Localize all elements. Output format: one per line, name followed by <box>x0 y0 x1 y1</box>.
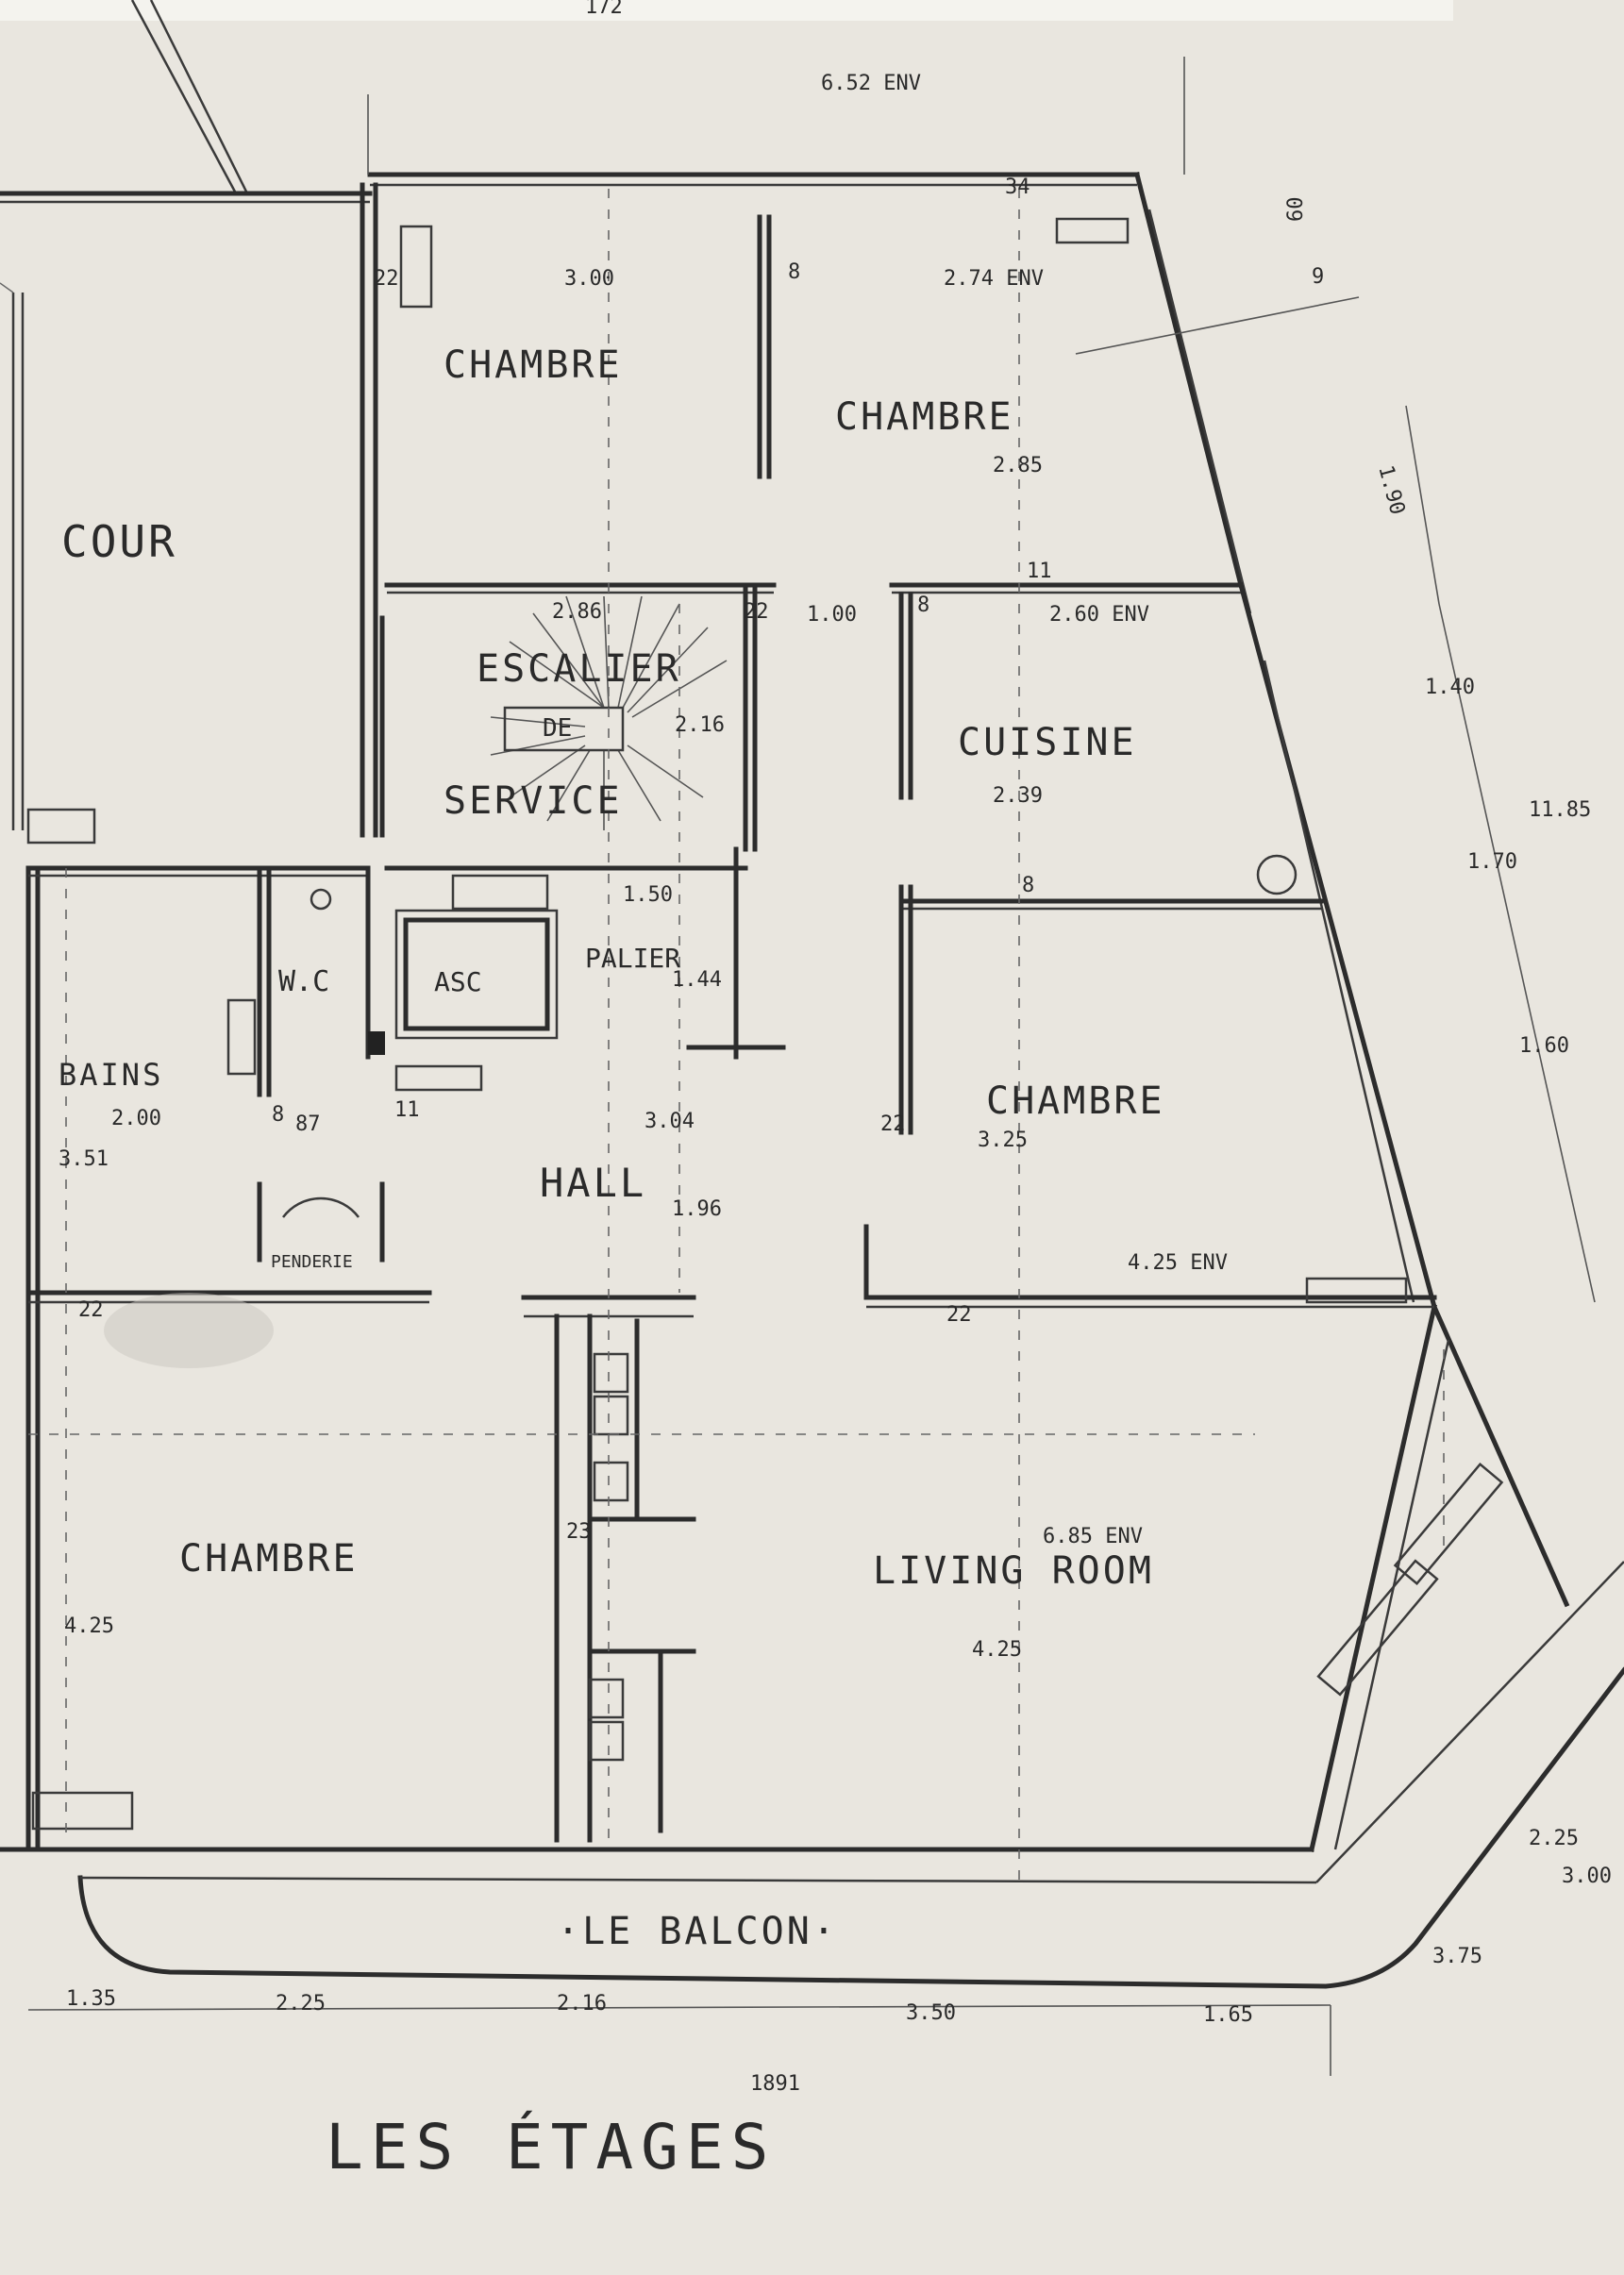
dim-22a: 22 <box>374 267 399 291</box>
room-labels: COUR CHAMBRE CHAMBRE ESCALIER DE SERVICE… <box>59 0 1165 2183</box>
dim-300r: 3.00 <box>1562 1865 1612 1888</box>
smudge <box>104 1293 274 1368</box>
dim-top-width: 6.52 ENV <box>821 72 921 95</box>
dim-b135: 1.35 <box>66 1987 116 2011</box>
room-label-wc: W.C <box>278 965 329 998</box>
room-label-chambre-right: CHAMBRE <box>986 1079 1165 1123</box>
dim-22d: 22 <box>946 1303 972 1327</box>
room-label-living-room: LIVING ROOM <box>873 1549 1154 1593</box>
dim-160: 1.60 <box>1519 1034 1569 1058</box>
dim-8a: 8 <box>788 260 800 284</box>
axis-lines <box>28 189 1445 1887</box>
room-label-cuisine: CUISINE <box>958 721 1137 764</box>
dim-286: 2.86 <box>552 600 602 624</box>
dim-300: 3.00 <box>564 267 614 291</box>
page-number: 172 <box>585 0 623 19</box>
dim-60: 60 <box>1284 197 1308 223</box>
stair-treads <box>490 595 728 830</box>
dim-100: 1.00 <box>807 603 857 627</box>
dim-8b: 8 <box>917 594 929 617</box>
room-label-chambre-top-right: CHAMBRE <box>835 395 1014 439</box>
dim-325: 3.25 <box>978 1129 1028 1152</box>
dim-87: 87 <box>295 1112 321 1136</box>
dim-22c: 22 <box>880 1112 906 1136</box>
dim-196: 1.96 <box>672 1197 722 1221</box>
dim-150: 1.50 <box>623 883 673 907</box>
dim-260: 2.60 ENV <box>1049 603 1149 627</box>
dim-22b: 22 <box>744 600 769 624</box>
dim-8d: 8 <box>272 1103 284 1127</box>
room-label-cour: COUR <box>61 516 177 567</box>
dim-375: 3.75 <box>1432 1945 1482 1968</box>
dim-685: 6.85 ENV <box>1043 1525 1143 1548</box>
balcony <box>77 1561 1624 1989</box>
dim-425b: 4.25 <box>972 1638 1022 1662</box>
dim-351: 3.51 <box>59 1147 109 1171</box>
dim-1891: 1891 <box>750 2072 800 2096</box>
paper-top-strip <box>0 0 1453 21</box>
dim-b216: 2.16 <box>557 1992 607 2016</box>
room-label-escalier: ESCALIER <box>477 647 681 691</box>
dim-274: 2.74 ENV <box>944 267 1044 291</box>
dim-285: 2.85 <box>993 454 1043 477</box>
room-label-chambre-bottom-left: CHAMBRE <box>179 1537 359 1581</box>
dim-34: 34 <box>1005 176 1030 199</box>
room-label-hall: HALL <box>540 1160 646 1206</box>
dim-b165: 1.65 <box>1203 2003 1253 2027</box>
dim-144: 1.44 <box>672 968 722 992</box>
dim-9: 9 <box>1312 265 1324 289</box>
dim-170: 1.70 <box>1467 850 1517 874</box>
dim-23: 23 <box>566 1520 592 1544</box>
plan-title: LES ÉTAGES <box>326 2110 776 2183</box>
dim-11b: 11 <box>394 1098 420 1122</box>
room-label-escalier-de: DE <box>543 714 572 743</box>
dimension-labels: 6.52 ENV 34 3.00 2.74 ENV 8 22 2.85 60 9… <box>59 72 1612 2096</box>
fixtures <box>26 217 1504 1831</box>
courtyard-lines <box>0 0 373 830</box>
dim-425a: 4.25 <box>64 1614 114 1638</box>
interior-walls <box>25 214 1437 1843</box>
dim-304: 3.04 <box>645 1110 695 1133</box>
room-label-escalier-service: SERVICE <box>444 779 623 823</box>
dim-200: 2.00 <box>111 1107 161 1130</box>
dim-11a: 11 <box>1027 560 1052 583</box>
dim-239: 2.39 <box>993 784 1043 808</box>
dim-216: 2.16 <box>675 713 725 737</box>
dim-140: 1.40 <box>1425 676 1475 699</box>
room-label-penderie: PENDERIE <box>271 1252 353 1272</box>
room-label-bains: BAINS <box>59 1057 163 1093</box>
dim-425env: 4.25 ENV <box>1128 1251 1228 1275</box>
dim-b225: 2.25 <box>276 1992 326 2016</box>
room-label-chambre-top-left: CHAMBRE <box>444 343 623 387</box>
dim-8c: 8 <box>1022 874 1034 897</box>
dim-b350: 3.50 <box>906 2001 956 2025</box>
room-label-palier: PALIER <box>585 943 680 974</box>
dim-225r: 2.25 <box>1529 1827 1579 1850</box>
room-label-asc: ASC <box>434 966 482 997</box>
room-label-balcon: ·LE BALCON· <box>557 1910 838 1953</box>
dimension-ticks <box>27 57 1596 2076</box>
dim-1185: 11.85 <box>1529 798 1591 822</box>
dim-22e: 22 <box>78 1298 104 1322</box>
exterior-walls <box>0 171 1570 1852</box>
